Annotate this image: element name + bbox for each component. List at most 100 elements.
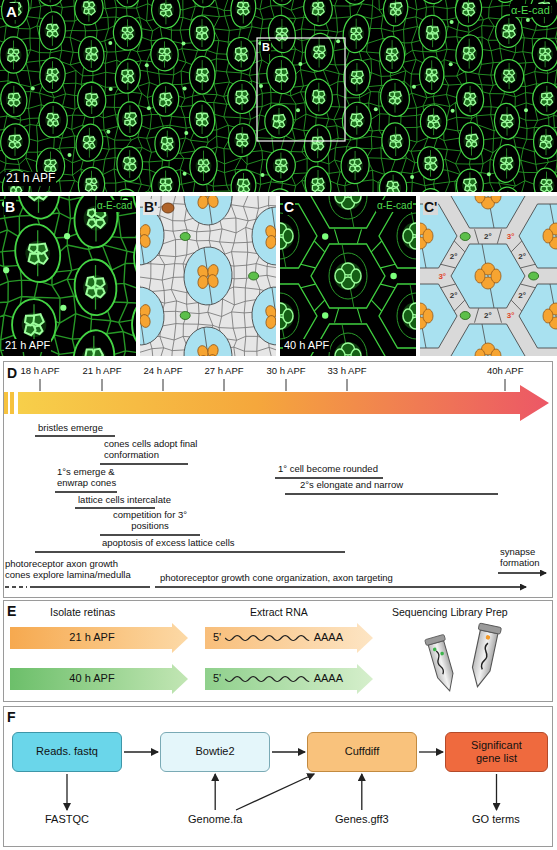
cone-cell <box>129 113 136 120</box>
flow-arrow <box>66 774 67 810</box>
node-text: 21 h APF <box>69 631 114 644</box>
rna-strand <box>481 643 490 670</box>
event-arrow <box>155 586 526 587</box>
cell-type-label: 3° <box>438 272 446 281</box>
bristle-spot <box>145 63 149 67</box>
cone-glow <box>387 90 403 106</box>
cone-cell <box>426 75 432 81</box>
cone-cell <box>423 309 433 323</box>
cone-cell <box>198 160 203 165</box>
bristle-spot <box>412 85 416 89</box>
cone-glow <box>501 68 517 84</box>
cone-cell <box>541 99 548 105</box>
node-text: Cuffdiff <box>345 745 379 758</box>
cone-glow <box>84 92 100 108</box>
cone-cell <box>197 355 209 356</box>
ommatidium-outline <box>493 58 525 93</box>
primary-junction <box>127 0 128 4</box>
bristle-spot <box>109 87 113 91</box>
cone-glow <box>311 44 327 60</box>
cone-cell <box>503 31 510 38</box>
cone-cell <box>242 134 248 140</box>
step-heading: Extract RNA <box>250 606 308 618</box>
micrograph-ground <box>280 196 416 356</box>
bristle-spot <box>450 20 454 24</box>
tick-label: 40h APF <box>487 366 523 377</box>
ommatidium-outline <box>225 36 257 72</box>
cone-cell <box>8 101 14 106</box>
ommatidium-outline <box>493 186 523 192</box>
cone-cell <box>509 70 515 76</box>
cone-glow <box>159 136 175 152</box>
cone-cell <box>317 178 324 185</box>
cone-cell <box>356 114 363 121</box>
panel-letter: F <box>7 709 16 725</box>
panel-letter: C <box>283 199 295 215</box>
bristle-cell <box>249 272 259 280</box>
cone-cell <box>206 343 219 356</box>
event-label: 2°s elongate and narrow <box>300 480 403 491</box>
ommatidium-outline <box>229 169 257 192</box>
cone-cell <box>243 3 249 9</box>
cone-glow <box>310 177 326 192</box>
cone-cell <box>276 75 283 82</box>
cone-cell <box>92 178 97 184</box>
cone-cell <box>265 235 276 250</box>
ommatidium-outline <box>186 0 219 9</box>
schematic-b <box>140 196 276 356</box>
tick-label: 30 h APF <box>267 366 306 377</box>
cone-cell <box>463 10 469 16</box>
cone-cell <box>475 349 485 356</box>
primary-cells <box>451 324 525 356</box>
ommatidium-outline <box>302 123 333 163</box>
cone-glow <box>423 155 439 171</box>
cone-cell <box>52 69 59 76</box>
cone-cell <box>351 121 358 127</box>
cone-glow <box>235 0 251 16</box>
cone-cell <box>140 313 152 328</box>
cone-cell <box>543 229 553 243</box>
cone-cell <box>196 75 203 82</box>
ommatidium-outline <box>379 284 416 348</box>
cone-cell <box>53 114 58 119</box>
cone-cell <box>37 244 47 254</box>
cone-cell <box>29 196 39 200</box>
process-box: Significant gene list <box>445 732 548 772</box>
bristle-cell <box>529 272 539 280</box>
cone-cell <box>235 54 242 61</box>
ommatidium-outline <box>111 188 144 192</box>
cone-cell <box>335 196 345 203</box>
node-text: AAAA <box>314 631 343 644</box>
cone-glow <box>233 46 249 62</box>
cone-cell <box>318 46 325 52</box>
cone-cell <box>335 269 345 283</box>
cone-glow <box>120 68 136 84</box>
arrow-body <box>10 664 188 694</box>
ommatidium-outline <box>0 326 1 356</box>
bristle-spot <box>108 41 112 45</box>
cone-glow <box>83 46 99 62</box>
panel-letter: B' <box>143 199 158 215</box>
cone-cell <box>491 349 501 356</box>
bristle-spot <box>322 312 328 318</box>
cone-cell <box>202 113 208 119</box>
arrow-body <box>205 664 373 694</box>
cone-glow <box>45 112 61 128</box>
file-label: Genome.fa <box>185 812 245 827</box>
cone-cell <box>86 288 96 298</box>
schematic-c <box>420 196 557 356</box>
cone-cell <box>52 25 58 31</box>
bristle-spot <box>259 84 263 88</box>
ommatidium-outline <box>150 38 179 72</box>
ommatidium-outline <box>379 36 406 74</box>
primary-cells <box>451 196 525 228</box>
primary-junction <box>50 0 51 2</box>
ommatidium-outline <box>382 0 410 27</box>
cone-glow <box>349 69 365 85</box>
cone-glow <box>388 1 404 17</box>
arrow-shape <box>205 623 373 653</box>
cone-cell <box>463 54 470 61</box>
cone-glow <box>6 92 22 108</box>
primary-cells <box>140 286 166 347</box>
panel-letter: D <box>7 365 17 381</box>
